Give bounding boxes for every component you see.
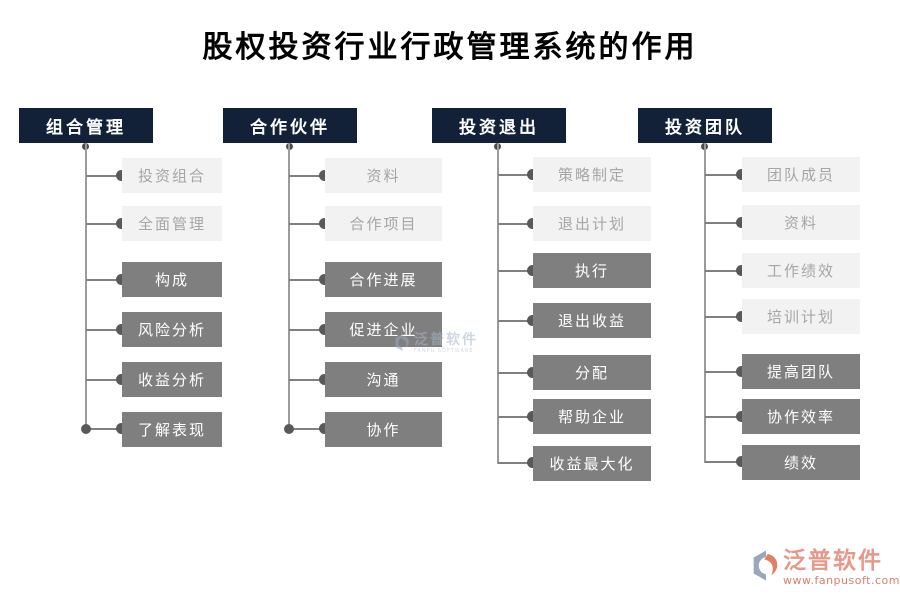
connector-line <box>86 223 122 225</box>
connector-line <box>498 372 533 374</box>
connector-line <box>705 316 742 318</box>
item-collaboration: 协作 <box>325 412 442 447</box>
connector-dot <box>736 366 747 377</box>
connector-line <box>85 143 87 430</box>
item-composition: 构成 <box>122 262 222 297</box>
connector-dot <box>116 423 127 434</box>
watermark-brand: 泛普软件 <box>414 332 478 348</box>
item-investment-portfolio: 投资组合 <box>122 158 222 193</box>
footer-url: www.fanpusoft.com <box>783 574 900 587</box>
connector-line <box>498 174 533 176</box>
connector-dot <box>319 218 330 229</box>
footer-brand: 泛普软件 <box>783 548 883 574</box>
connector-line <box>705 174 742 176</box>
item-cooperation-progress: 合作进展 <box>325 262 442 297</box>
connector-dot <box>527 218 538 229</box>
item-improve-team: 提高团队 <box>742 354 860 389</box>
item-performance-general: 协作效率 <box>742 399 860 434</box>
connector-dot <box>527 169 538 180</box>
footer-logo: 泛普软件 www.fanpusoft.com <box>751 549 900 587</box>
header-portfolio-management: 组合管理 <box>19 108 153 143</box>
connector-line <box>289 329 325 331</box>
connector-dot <box>736 265 747 276</box>
item-promote-enterprise: 促进企业 <box>325 312 442 347</box>
connector-dot <box>81 424 91 434</box>
connector-line <box>498 223 533 225</box>
item-understand-performance: 了解表现 <box>122 412 222 447</box>
header-investment-exit: 投资退出 <box>432 108 566 143</box>
connector-dot <box>284 424 294 434</box>
center-watermark: 泛普软件 FANPU SOFTWARE <box>394 333 478 356</box>
connector-dot <box>527 457 538 468</box>
item-team-materials: 资料 <box>742 205 860 240</box>
connector-dot <box>736 217 747 228</box>
connector-line <box>705 416 742 418</box>
connector-line <box>86 379 122 381</box>
connector-line <box>289 175 325 177</box>
connector-dot <box>116 218 127 229</box>
watermark-subtext: FANPU SOFTWARE <box>414 348 474 354</box>
connector-line <box>705 222 742 224</box>
item-execution: 执行 <box>533 253 651 288</box>
fanpu-logo-icon <box>394 333 411 356</box>
item-work-performance: 工作绩效 <box>742 253 860 288</box>
connector-line <box>86 175 122 177</box>
connector-line <box>86 428 122 430</box>
connector-dot <box>736 456 747 467</box>
connector-dot <box>116 374 127 385</box>
item-exit-returns: 退出收益 <box>533 303 651 338</box>
connector-line <box>705 270 742 272</box>
connector-dot <box>319 423 330 434</box>
connector-dot <box>116 170 127 181</box>
connector-dot <box>319 374 330 385</box>
connector-line <box>288 143 290 430</box>
item-materials: 资料 <box>325 158 442 193</box>
connector-dot <box>527 411 538 422</box>
connector-dot <box>736 411 747 422</box>
item-comprehensive-management: 全面管理 <box>122 206 222 241</box>
connector-line <box>289 223 325 225</box>
connector-line <box>498 416 533 418</box>
connector-dot <box>116 274 127 285</box>
item-strategy-formulation: 策略制定 <box>533 157 651 192</box>
connector-line <box>86 279 122 281</box>
header-partners: 合作伙伴 <box>223 108 357 143</box>
connector-line <box>289 428 325 430</box>
header-investment-team: 投资团队 <box>638 108 772 143</box>
connector-dot <box>527 265 538 276</box>
item-distribution: 分配 <box>533 355 651 390</box>
connector-line <box>704 143 706 463</box>
item-help-enterprise: 帮助企业 <box>533 399 651 434</box>
connector-line <box>498 270 533 272</box>
connector-line <box>498 320 533 322</box>
connector-line <box>86 329 122 331</box>
connector-dot <box>736 169 747 180</box>
item-risk-analysis: 风险分析 <box>122 312 222 347</box>
connector-line <box>705 371 742 373</box>
connector-dot <box>319 324 330 335</box>
item-team-members: 团队成员 <box>742 157 860 192</box>
connector-line <box>498 462 533 464</box>
item-training-plan: 培训计划 <box>742 299 860 334</box>
item-return-analysis: 收益分析 <box>122 362 222 397</box>
item-maximize-returns: 收益最大化 <box>533 446 651 481</box>
item-communication: 沟通 <box>325 362 442 397</box>
page-title: 股权投资行业行政管理系统的作用 <box>202 30 698 65</box>
connector-dot <box>116 324 127 335</box>
connector-dot <box>319 274 330 285</box>
fanpu-logo-icon <box>751 549 781 586</box>
item-performance: 绩效 <box>742 445 860 480</box>
connector-line <box>497 143 499 464</box>
connector-dot <box>527 315 538 326</box>
item-exit-plan: 退出计划 <box>533 206 651 241</box>
connector-line <box>289 279 325 281</box>
connector-line <box>289 379 325 381</box>
item-cooperation-projects: 合作项目 <box>325 206 442 241</box>
connector-dot <box>527 367 538 378</box>
connector-dot <box>736 311 747 322</box>
connector-dot <box>319 170 330 181</box>
connector-line <box>705 461 742 463</box>
